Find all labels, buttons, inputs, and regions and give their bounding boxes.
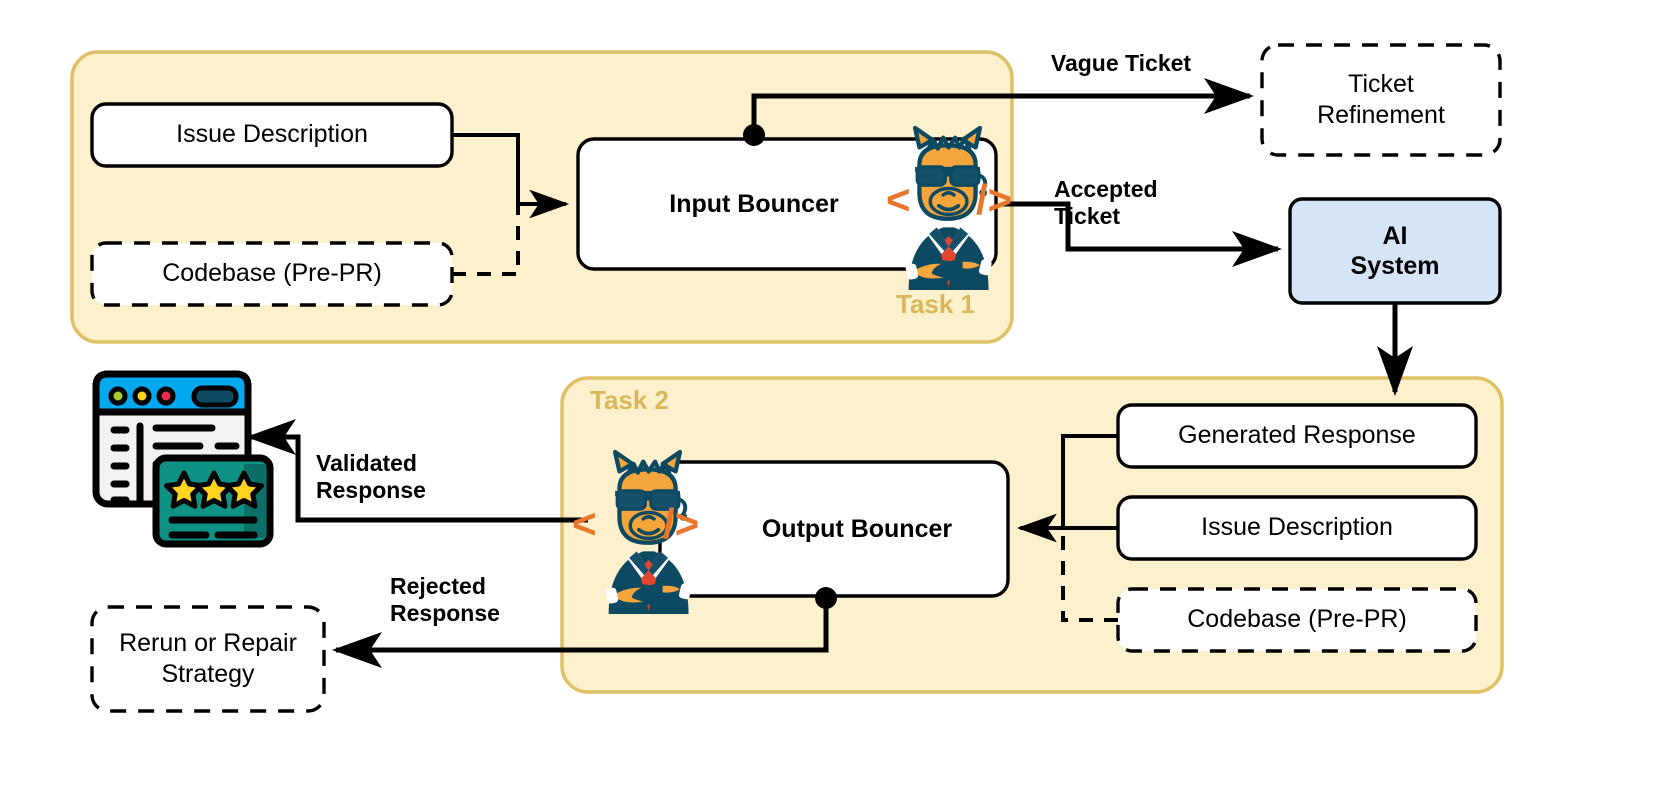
node-ai-system[interactable] <box>1288 197 1502 305</box>
node-codebase-pre-pr-2[interactable] <box>1116 587 1478 653</box>
output-bouncer-mascot-icon <box>605 449 692 614</box>
edge-codebase-to-bouncer <box>452 204 520 276</box>
input-bouncer-mascot-icon <box>905 125 992 290</box>
edge-codebase-2-to-output-bouncer <box>1061 528 1118 622</box>
edge-rejected-response <box>331 596 829 668</box>
node-issue-description-1[interactable] <box>90 102 454 168</box>
node-input-bouncer[interactable] <box>576 137 998 271</box>
node-output-bouncer[interactable] <box>658 460 1010 598</box>
node-codebase-pre-pr-1[interactable] <box>90 241 454 307</box>
node-rerun-repair-strategy[interactable] <box>90 605 326 713</box>
junction-dot-vague-ticket <box>743 124 765 146</box>
node-generated-response[interactable] <box>1116 403 1478 469</box>
validated-report-icon <box>92 370 274 548</box>
edge-validated-response <box>245 419 588 523</box>
edge-issue-description-to-bouncer <box>452 133 570 219</box>
junction-dot-rejected-response <box>815 587 837 609</box>
node-ticket-refinement[interactable] <box>1260 43 1502 157</box>
edge-accepted-ticket <box>1003 201 1283 267</box>
node-issue-description-2[interactable] <box>1116 495 1478 561</box>
